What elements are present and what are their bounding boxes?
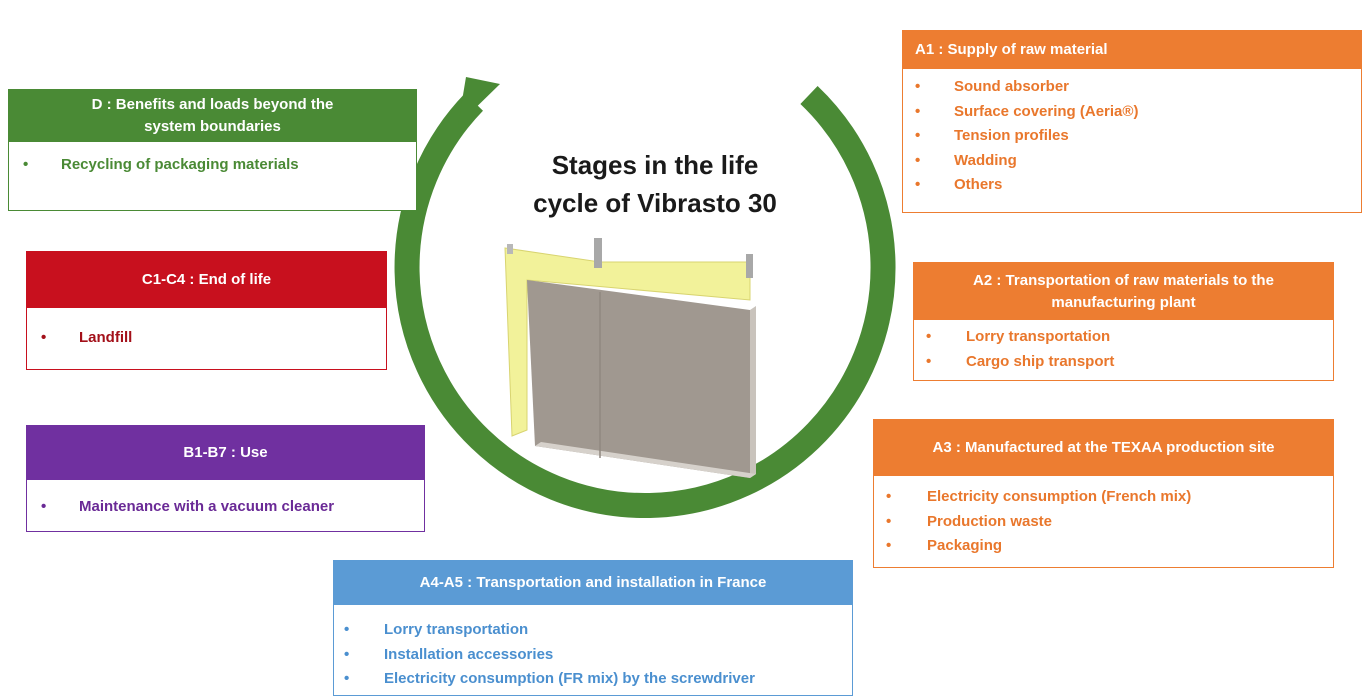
stage-b1-b7-header: B1-B7 : Use [27, 426, 424, 480]
stage-a1-item: • Sound absorber [915, 75, 1361, 100]
stage-a2-item-text: Lorry transportation [966, 328, 1111, 345]
stage-a4-a5-item: • Installation accessories [344, 643, 852, 668]
stage-a1-item-text: Wadding [954, 151, 1017, 169]
stage-d-item: • Recycling of packaging materials [23, 153, 416, 178]
bullet-icon: • [344, 621, 350, 638]
stage-a4-a5-item-text: Installation accessories [384, 645, 554, 663]
stage-a2-header: A2 : Transportation of raw materials to … [914, 263, 1333, 320]
stage-a3-item-text: Packaging [927, 537, 1003, 554]
stage-a4-a5-header: A4-A5 : Transportation and installation … [334, 561, 852, 605]
stage-a1-item: • Others [915, 173, 1361, 198]
stage-d-header: D : Benefits and loads beyond the system… [9, 90, 416, 142]
stage-a2-header-line1: A2 : Transportation of raw materials to … [973, 271, 1274, 289]
stage-a1-item: • Tension profiles [915, 124, 1361, 149]
diagram-title: Stages in the life cycle of Vibrasto 30 [485, 146, 825, 222]
diagram-title-line1: Stages in the life [551, 150, 759, 180]
cycle-arrow [394, 85, 896, 518]
stage-a1-item: • Wadding [915, 149, 1361, 174]
stage-a3-item: • Electricity consumption (French mix) [886, 485, 1333, 510]
stage-a1-box: A1 : Supply of raw material • Sound absor… [902, 30, 1362, 213]
bullet-icon: • [926, 328, 932, 345]
stage-c1-c4-header: C1-C4 : End of life [27, 252, 386, 308]
stage-d-box: D : Benefits and loads beyond the system… [8, 89, 417, 211]
stage-d-header-line1: D : Benefits and loads beyond the [91, 96, 334, 113]
bullet-icon: • [886, 488, 892, 505]
stage-a4-a5-item: • Lorry transportation [344, 618, 852, 643]
bullet-icon: • [915, 78, 921, 95]
stage-d-header-line2: system boundaries [144, 118, 281, 135]
bullet-icon: • [41, 498, 47, 515]
stage-a4-a5-box: A4-A5 : Transportation and installation … [333, 560, 853, 696]
stage-a2-item: • Cargo ship transport [926, 350, 1333, 375]
stage-a3-box: A3 : Manufactured at the TEXAA productio… [873, 419, 1334, 568]
stage-a1-item: • Surface covering (Aeria®) [915, 100, 1361, 125]
bullet-icon: • [344, 670, 350, 687]
cycle-arrowhead [458, 77, 500, 125]
stage-a2-item-text: Cargo ship transport [966, 352, 1115, 370]
wall-panel-illustration [504, 238, 756, 478]
bullet-icon: • [344, 645, 350, 663]
stage-a3-item-text: Production waste [927, 512, 1053, 530]
stage-a1-header: A1 : Supply of raw material [903, 31, 1361, 69]
stage-b1-b7-box: B1-B7 : Use • Maintenance with a vacuum c… [26, 425, 425, 532]
stage-a2-item: • Lorry transportation [926, 325, 1333, 350]
bullet-icon: • [915, 102, 921, 120]
stage-d-item-text: Recycling of packaging materials [61, 156, 299, 173]
stage-a3-item: • Production waste [886, 510, 1333, 535]
stage-a3-item-text: Electricity consumption (French mix) [927, 488, 1192, 505]
bullet-icon: • [41, 329, 47, 346]
bullet-icon: • [23, 156, 29, 173]
stage-a4-a5-item-text: Lorry transportation [384, 621, 529, 638]
stage-a1-item-text: Surface covering (Aeria®) [954, 102, 1139, 120]
bullet-icon: • [915, 176, 921, 193]
diagram-title-line2: cycle of Vibrasto 30 [533, 188, 777, 218]
bullet-icon: • [926, 352, 932, 370]
stage-a4-a5-item: • Electricity consumption (FR mix) by the… [344, 667, 852, 692]
stage-a2-box: A2 : Transportation of raw materials to … [913, 262, 1334, 381]
stage-c1-c4-item-text: Landfill [79, 329, 133, 346]
bullet-icon: • [886, 537, 892, 554]
stage-a1-item-text: Others [954, 176, 1003, 193]
stage-a3-item: • Packaging [886, 534, 1333, 559]
stage-a2-header-line2: manufacturing plant [1051, 293, 1196, 311]
stage-a3-header: A3 : Manufactured at the TEXAA productio… [874, 420, 1333, 476]
bullet-icon: • [915, 127, 921, 144]
stage-a4-a5-item-text: Electricity consumption (FR mix) by the … [384, 670, 755, 687]
stage-c1-c4-item: • Landfill [41, 326, 386, 351]
stage-b1-b7-item: • Maintenance with a vacuum cleaner [41, 495, 424, 520]
stage-a1-item-text: Tension profiles [954, 127, 1069, 144]
stage-a1-item-text: Sound absorber [954, 78, 1070, 95]
bullet-icon: • [886, 512, 892, 530]
stage-b1-b7-item-text: Maintenance with a vacuum cleaner [79, 498, 335, 515]
stage-c1-c4-box: C1-C4 : End of life • Landfill [26, 251, 387, 370]
bullet-icon: • [915, 151, 921, 169]
